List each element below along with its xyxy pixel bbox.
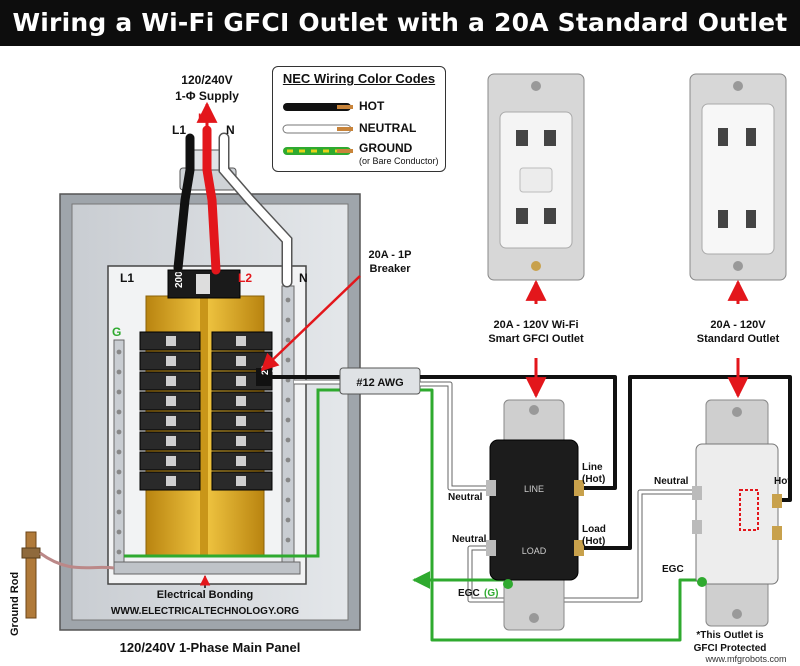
legend-ground-note: (or Bare Conductor) [359,156,439,166]
main-breaker-rating: 200 [174,271,185,288]
circuit-wires [412,375,792,642]
gfci-load-label: Load [582,524,606,535]
panel-n-label: N [299,271,308,285]
supply-wires [173,125,293,288]
standard-egc-label: EGC [662,564,684,575]
standard-note-line1: *This Outlet is [696,630,764,641]
neutral-bus [281,285,295,563]
wire-color-legend: NEC Wiring Color Codes HOT NEUTRAL GROUN… [272,66,446,172]
standard-note-line2: GFCI Protected [694,643,767,654]
standard-title-line1: 20A - 120V [710,319,766,331]
legend-ground: GROUND [359,141,413,155]
page-title: Wiring a Wi-Fi GFCI Outlet with a 20A St… [0,0,800,46]
gfci-neutral-bottom-label: Neutral [452,534,487,545]
website-label: WWW.ELECTRICALTECHNOLOGY.ORG [111,606,299,617]
gfci-outlet-photo [487,73,585,281]
branch-breakers: 20 [139,331,273,491]
legend-wire-samples [282,103,353,155]
panel-l1-label: L1 [120,271,134,285]
standard-hot-label: Hot [774,476,791,487]
gfci-load-mark: LOAD [522,546,547,556]
panel-caption: 120/240V 1-Phase Main Panel [120,640,301,655]
standard-title-line2: Standard Outlet [697,333,780,345]
supply-voltage: 120/240V [181,73,232,87]
legend-neutral: NEUTRAL [359,121,417,135]
ground-rod-label: Ground Rod [9,572,21,636]
gfci-neutral-top-label: Neutral [448,492,483,503]
standard-outlet-photo [689,73,787,281]
ground-rod [21,531,115,619]
wiring-diagram: 200 20 [9,73,792,664]
standard-outlet-back [692,399,782,627]
watermark: www.mfgrobots.com [704,654,786,664]
breaker-label-line1: 20A - 1P [368,249,411,261]
gfci-line-mark: LINE [524,484,544,494]
branch-cable [124,367,421,558]
gfci-title-line1: 20A - 120V Wi-Fi [493,319,578,331]
ground-bus [113,339,125,563]
supply-l1-label: L1 [172,123,186,137]
gfci-egc-g-label: (G) [484,588,498,599]
breaker-callout-arrow [260,275,361,372]
legend-hot: HOT [359,99,385,113]
supply-n-label: N [226,123,235,137]
supply-phase: 1-Φ Supply [175,89,239,103]
breaker-label-line2: Breaker [370,263,412,275]
main-breaker: 200 [167,269,241,299]
branch-breaker-20a[interactable] [256,368,272,386]
cable-label: #12 AWG [356,377,403,389]
bonding-label: Electrical Bonding [157,589,254,601]
panel-l2-label: L2 [238,271,252,285]
gfci-outlet-back: LINE LOAD [486,399,584,631]
gfci-egc-label: EGC [458,588,480,599]
legend-title: NEC Wiring Color Codes [282,71,436,86]
supply-l2-label: L2 [198,111,212,125]
panel-g-label: G [112,325,121,339]
gfci-line-label: Line [582,462,603,473]
gfci-title-line2: Smart GFCI Outlet [488,333,584,345]
gfci-load-hot-label: (Hot) [582,536,605,547]
gfci-line-hot-label: (Hot) [582,474,605,485]
standard-neutral-label: Neutral [654,476,689,487]
